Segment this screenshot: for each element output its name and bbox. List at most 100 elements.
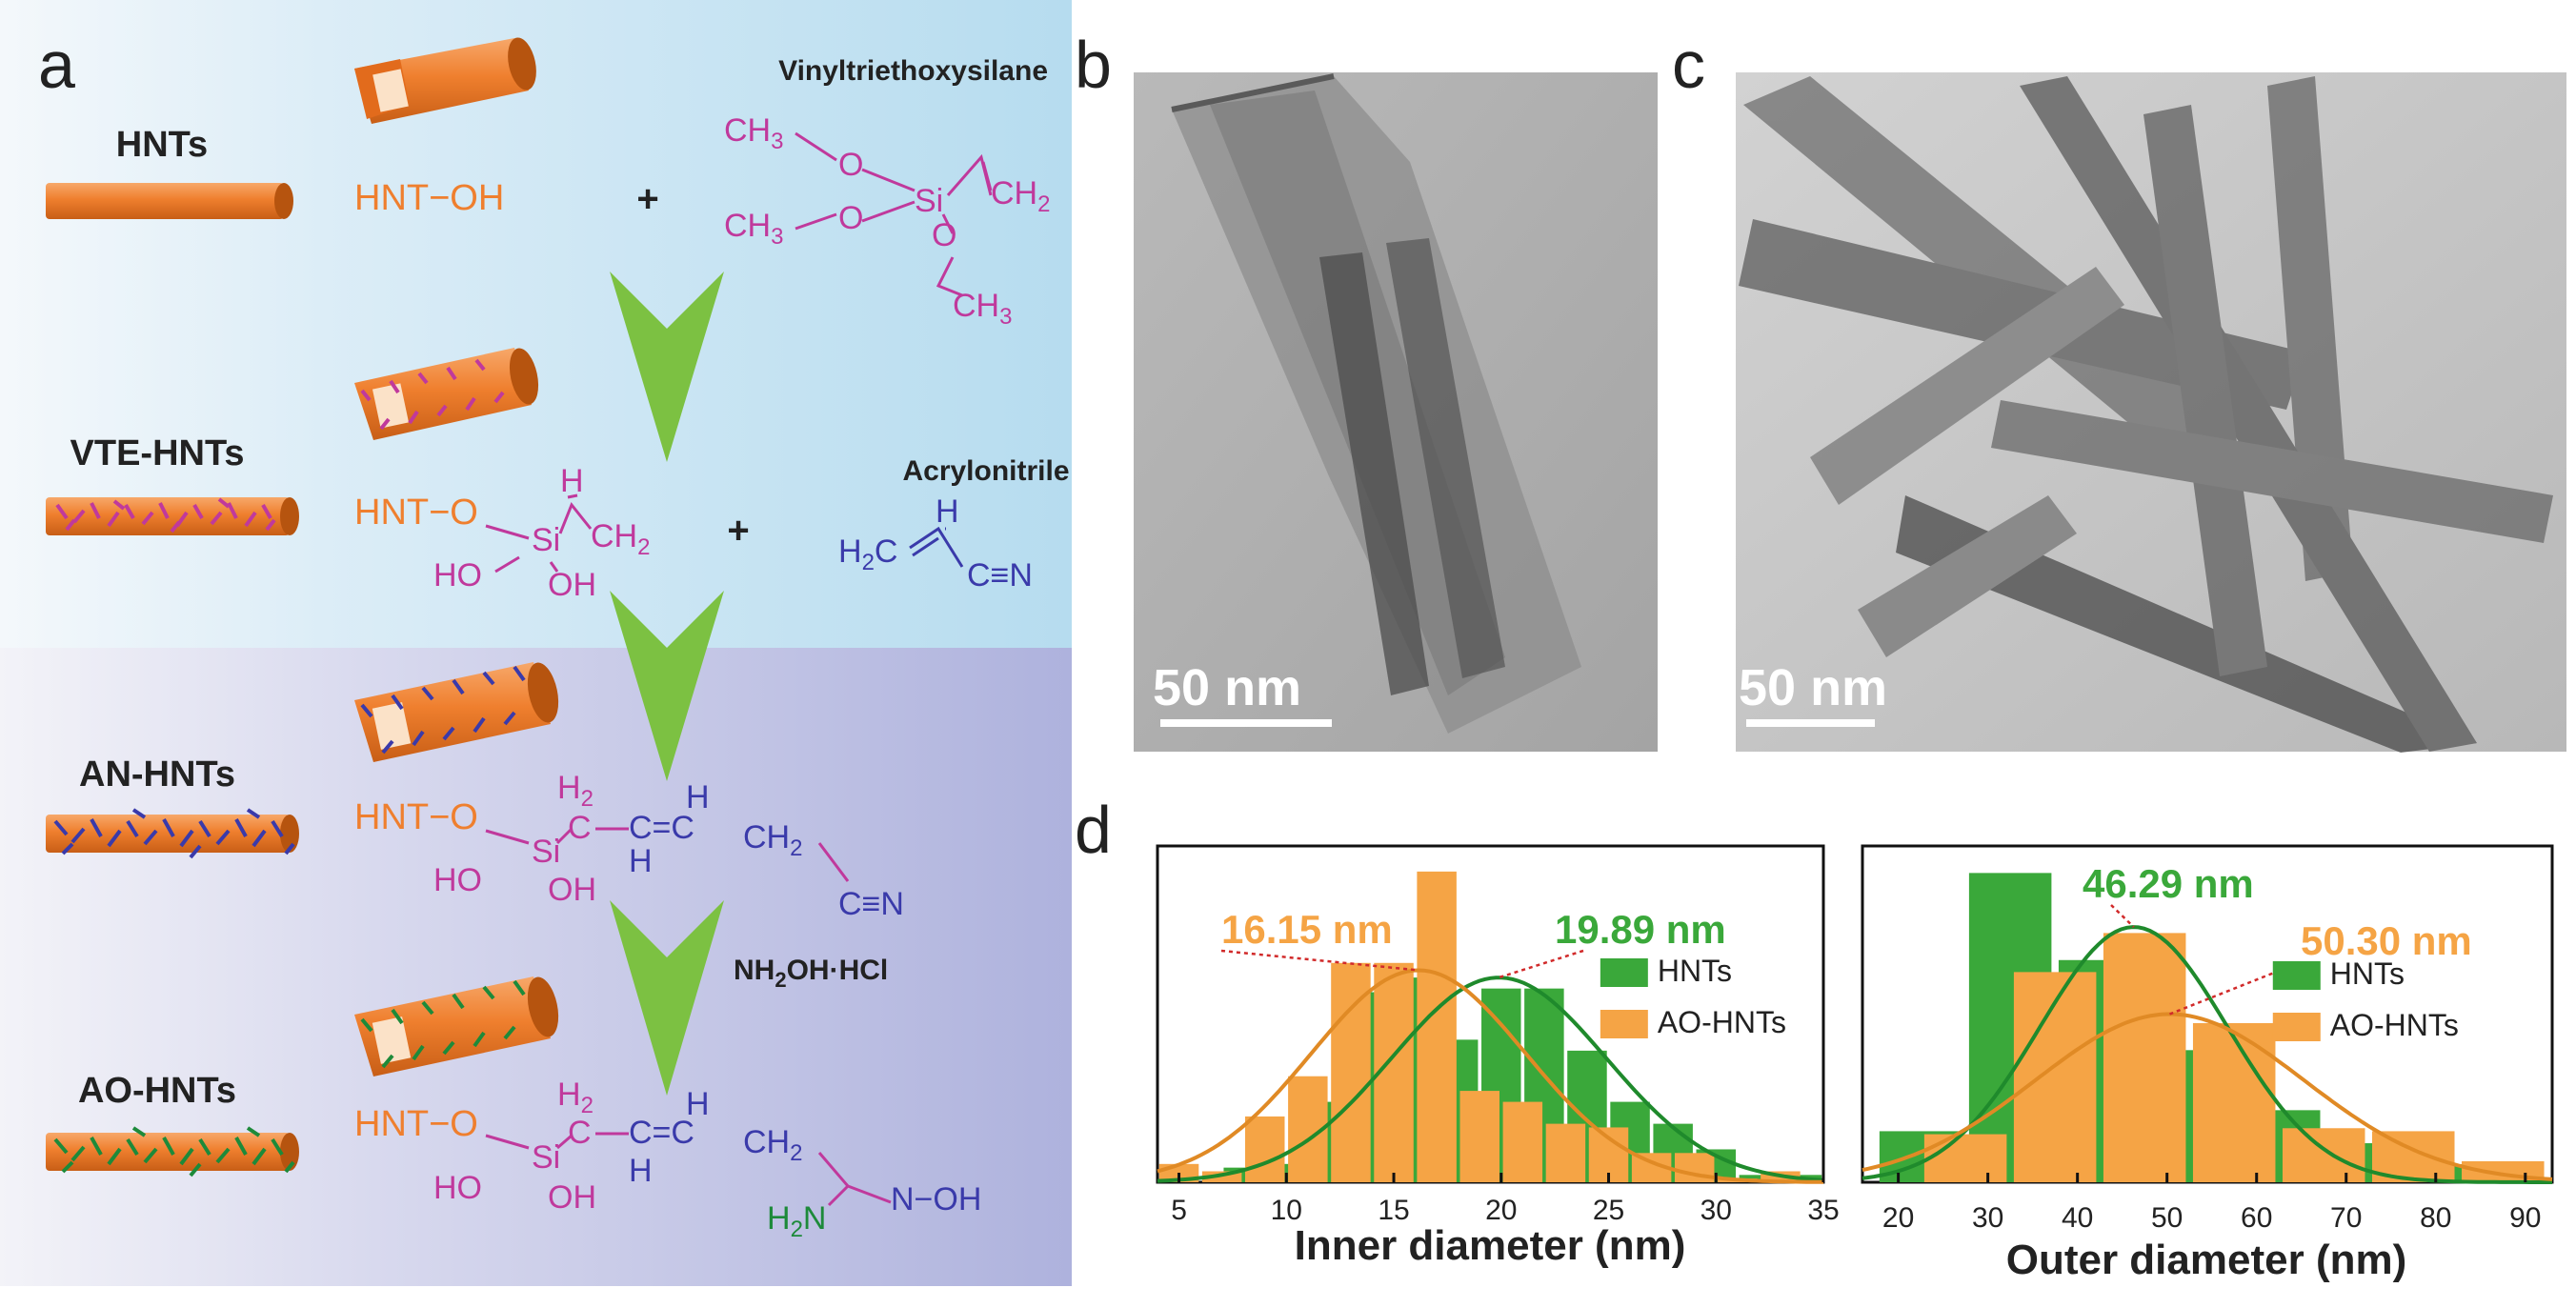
legend-swatch-ao-hnts	[2272, 1013, 2321, 1041]
legend-label-hnts: HNTs	[2330, 956, 2405, 991]
x-tick-label: 90	[2509, 1202, 2541, 1234]
stage-label-an-hnts: AN-HNTs	[79, 755, 235, 795]
bar-ao-hnts	[1459, 1091, 1499, 1182]
x-axis-label: Inner diameter (nm)	[1295, 1222, 1686, 1269]
legend-swatch-hnts	[1600, 958, 1648, 987]
x-tick-label: 30	[1972, 1202, 2003, 1234]
svg-text:H: H	[629, 843, 653, 879]
x-tick-label: 35	[1807, 1195, 1839, 1226]
x-tick-label: 10	[1271, 1195, 1302, 1226]
arrow-step-1	[610, 272, 724, 462]
svg-text:H2N: H2N	[767, 1200, 826, 1242]
tube-cutaway-2	[354, 348, 539, 440]
svg-text:C=C: C=C	[629, 1115, 694, 1151]
svg-text:C≡N: C≡N	[967, 557, 1033, 594]
stage-label-ao-hnts: AO-HNTs	[78, 1071, 236, 1111]
scale-bar-label-c: 50 nm	[1739, 659, 1887, 716]
scale-bar-c	[1746, 719, 1875, 727]
arrow-step-3	[610, 900, 724, 1096]
tube-ao-hnts	[46, 1126, 299, 1177]
svg-text:HO: HO	[433, 862, 482, 898]
peak-label-hnts: 46.29 nm	[2083, 861, 2254, 906]
tube-cutaway-3	[354, 662, 559, 762]
tube-vte-hnts	[46, 497, 299, 535]
plus-sign-2: +	[727, 510, 749, 552]
svg-text:H2: H2	[557, 770, 594, 812]
svg-text:OH: OH	[548, 872, 596, 908]
bar-ao-hnts	[2103, 933, 2186, 1182]
panel-b-tem: b 50 nm	[1075, 28, 1658, 752]
hnt-o-label-2: HNT−O	[354, 493, 478, 533]
panel-label-a: a	[38, 28, 75, 102]
svg-text:H: H	[560, 463, 584, 499]
x-tick-label: 50	[2151, 1202, 2183, 1234]
bar-hnts	[1739, 1175, 1780, 1182]
bar-ao-hnts	[1331, 962, 1371, 1182]
svg-text:H: H	[629, 1153, 653, 1189]
bar-ao-hnts	[1545, 1123, 1586, 1182]
plus-sign-1: +	[636, 178, 658, 220]
stage-label-hnts: HNTs	[116, 125, 208, 165]
svg-text:H: H	[936, 493, 959, 530]
svg-text:C: C	[568, 810, 592, 846]
svg-text:OH: OH	[548, 567, 596, 603]
svg-text:CH2: CH2	[743, 1124, 802, 1166]
reagent-acrylonitrile: Acrylonitrile	[902, 455, 1069, 487]
x-tick-label: 80	[2420, 1202, 2451, 1234]
panel-label-b: b	[1075, 28, 1112, 102]
svg-text:H2: H2	[557, 1077, 594, 1118]
x-axis-label: Outer diameter (nm)	[2006, 1237, 2407, 1283]
tube-hnts	[46, 183, 293, 219]
peak-label-ao-hnts: 16.15 nm	[1221, 907, 1393, 952]
tube-an-hnts	[46, 808, 299, 859]
fit-curve-ao-hnts	[1157, 968, 1823, 1184]
svg-text:Si: Si	[532, 834, 560, 870]
bar-ao-hnts	[2192, 1022, 2276, 1182]
legend-label-ao-hnts: AO-HNTs	[1658, 1005, 1786, 1039]
panel-c-tem: c 50 nm	[1672, 28, 2566, 753]
fit-curve-hnts	[1862, 925, 2552, 1184]
tem-nanotubes-c	[1739, 76, 2553, 753]
svg-text:H: H	[686, 779, 710, 815]
stage-label-vte-hnts: VTE-HNTs	[70, 433, 245, 473]
scheme-bg-bottom	[0, 648, 1072, 1286]
acrylonitrile-structure: H2C H C≡N	[838, 493, 1033, 594]
panel-a-scheme: a HNTs VTE-HNTs AN-HNTs AO-HNTs	[0, 0, 1072, 1286]
peak-label-ao-hnts: 50.30 nm	[2301, 918, 2472, 963]
legend-swatch-hnts	[2272, 961, 2321, 990]
reagent-hydroxylamine: NH2OH·HCl	[734, 955, 888, 992]
svg-text:HO: HO	[433, 557, 482, 594]
svg-text:O: O	[932, 217, 956, 253]
svg-text:CH2: CH2	[991, 175, 1050, 217]
svg-text:C=C: C=C	[629, 810, 694, 846]
bar-ao-hnts	[1244, 1116, 1285, 1182]
vte-hnt-structure: Si H CH2 HO OH	[433, 463, 650, 603]
bar-ao-hnts	[1502, 1101, 1543, 1182]
panel-label-d: d	[1075, 793, 1112, 867]
svg-text:H2C: H2C	[838, 533, 897, 575]
svg-text:Si: Si	[532, 522, 560, 558]
ao-hnt-structure: H2 C Si HO OH H H C=C CH2 H2N N−OH	[433, 1077, 981, 1242]
svg-text:CH2: CH2	[743, 819, 802, 861]
svg-text:OH: OH	[548, 1179, 596, 1216]
vte-structure: CH3 O Si CH3 O CH2 O CH3	[724, 112, 1050, 330]
hnt-o-label-4: HNT−O	[354, 1104, 478, 1144]
svg-text:H: H	[686, 1086, 710, 1122]
tube-cutaway-1	[354, 37, 536, 124]
bar-ao-hnts	[1923, 1134, 2007, 1182]
hnt-oh-label: HNT−OH	[354, 178, 504, 218]
peak-leader-line	[2110, 904, 2135, 928]
svg-text:CH2: CH2	[591, 518, 650, 560]
svg-text:Si: Si	[915, 183, 943, 219]
an-hnt-structure: H2 C Si HO OH H H C=C CH2 C≡N	[433, 770, 904, 922]
x-tick-label: 40	[2062, 1202, 2093, 1234]
bar-ao-hnts	[2013, 972, 2097, 1182]
x-tick-label: 70	[2330, 1202, 2362, 1234]
x-tick-label: 20	[1882, 1202, 1914, 1234]
x-tick-label: 15	[1378, 1195, 1409, 1226]
